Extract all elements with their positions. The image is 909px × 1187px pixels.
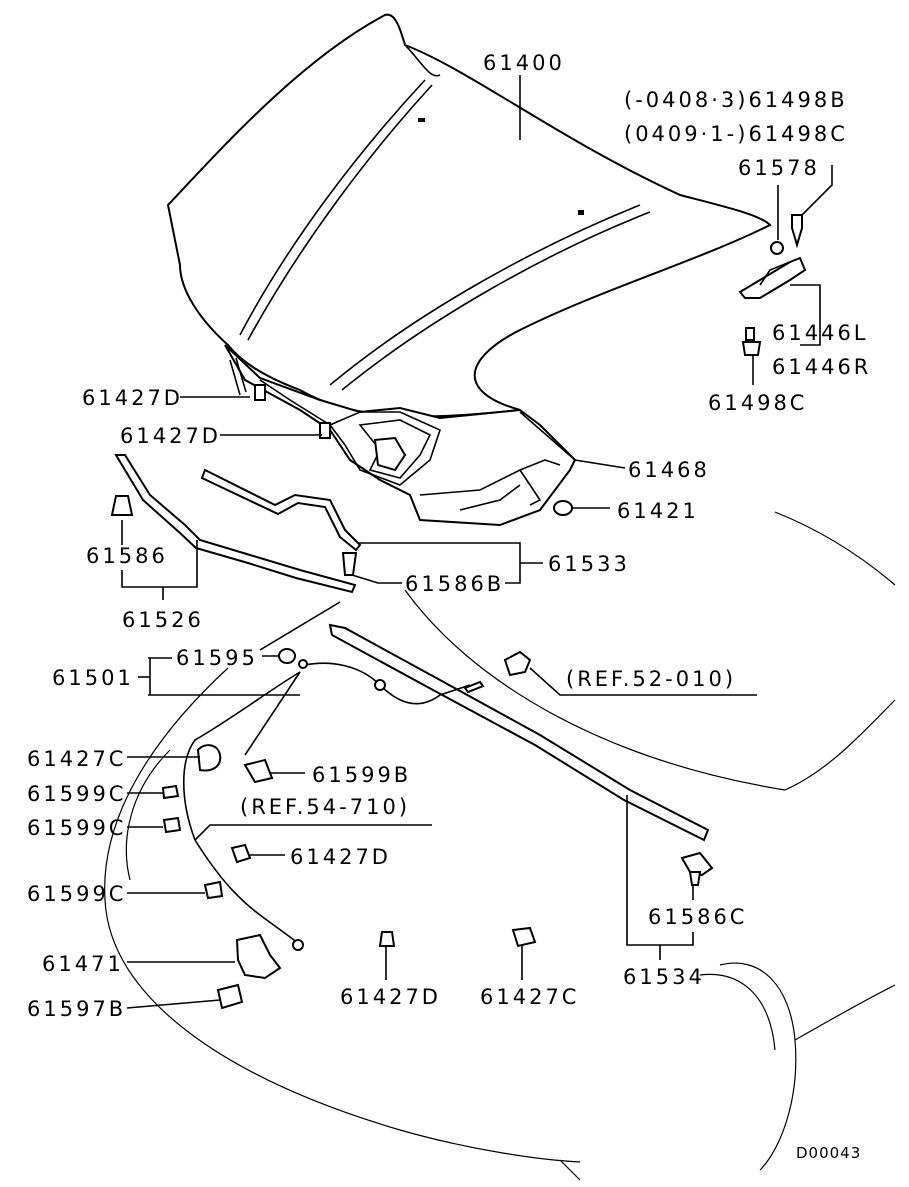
hood-weatherstrip-rear <box>328 623 710 842</box>
label-ref-52-010: (REF.52-010) <box>566 667 736 691</box>
hood-hinge <box>738 214 807 356</box>
label-61498c: 61498C <box>708 391 807 415</box>
label-61586b: 61586B <box>405 572 504 596</box>
label-ref-54-710: (REF.54-710) <box>240 795 410 819</box>
diagram-code: D00043 <box>796 1144 861 1162</box>
label-61427c-a: 61427C <box>27 747 126 771</box>
label-61468: 61468 <box>628 458 710 482</box>
hood-release-cable <box>183 659 485 951</box>
label-61400: 61400 <box>483 51 565 75</box>
label-61534: 61534 <box>623 965 705 989</box>
label-61578: 61578 <box>738 156 820 180</box>
label-61446r: 61446R <box>772 355 871 379</box>
leader-lines <box>121 75 833 1009</box>
label-61501: 61501 <box>52 666 134 690</box>
label-61427d-c: 61427D <box>290 845 391 869</box>
small-fasteners <box>161 384 714 1010</box>
label-61498b: (-0408·3)61498B <box>624 88 848 112</box>
label-61586c: 61586C <box>648 905 747 929</box>
label-61599c-b: 61599C <box>27 816 126 840</box>
label-61526: 61526 <box>122 608 204 632</box>
hood-support-rod <box>200 468 362 576</box>
label-61586: 61586 <box>86 544 168 568</box>
label-61599c-c: 61599C <box>27 882 126 906</box>
label-61597b: 61597B <box>27 997 126 1021</box>
label-61599c-a: 61599C <box>27 782 126 806</box>
label-61427d-b: 61427D <box>120 424 221 448</box>
label-61446l: 61446L <box>772 321 869 345</box>
label-61595: 61595 <box>176 646 258 670</box>
part-labels: 61400 (-0408·3)61498B (0409·1-)61498C 61… <box>27 51 871 1162</box>
label-61427d-a: 61427D <box>82 386 183 410</box>
vehicle-body-outline <box>104 511 896 1181</box>
hood-inner-frame <box>224 344 577 527</box>
label-61498c-top: (0409·1-)61498C <box>624 122 848 146</box>
label-61427c-b: 61427C <box>480 985 579 1009</box>
hood-weatherstrip-front <box>110 454 357 594</box>
label-61471: 61471 <box>42 952 124 976</box>
label-61533: 61533 <box>548 552 630 576</box>
label-61427d-d: 61427D <box>340 985 441 1009</box>
label-61599b: 61599B <box>312 763 411 787</box>
hood-panel <box>166 13 772 418</box>
label-61421: 61421 <box>617 499 699 523</box>
